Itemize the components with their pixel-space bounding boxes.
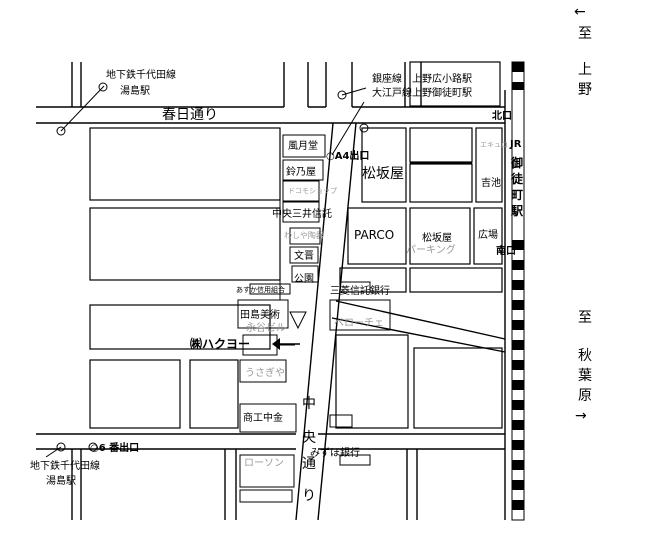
mizuho-label: みずほ銀行 [310,446,360,459]
rail-tie [512,500,524,510]
rail-tie [512,260,524,270]
matsuzakaya-parking-2: パーキング [406,243,456,256]
blocky-label: ペローチェ [334,317,384,329]
south-place-2: 葉 [578,368,592,384]
suzunoya-label: 鈴乃屋 [286,165,316,178]
south-arrow: → [575,408,587,424]
north-place-2: 野 [578,82,592,98]
city-blocks [89,61,503,503]
south-place-3: 原 [578,388,592,404]
rail-tie [512,62,524,72]
bl-subway-station: 湯島駅 [46,474,76,487]
target-arrow [272,338,300,350]
yoshiike-label: 吉池 [481,176,501,189]
south-place-1: 秋 [578,348,592,364]
rail-tie [512,340,524,350]
south-to-label: 至 [578,310,592,326]
jr-label: JR [509,139,522,150]
rail-tie [512,300,524,310]
north-arrow: ← [574,4,586,20]
rail-tie [512,420,524,430]
bl-subway-line: 地下鉄千代田線 [30,459,100,472]
road-network [36,62,506,521]
tajima-label: 田島美術 [240,308,280,321]
matsuzakaya-parking-1: 松坂屋 [422,231,452,244]
rail-tie [512,400,524,410]
rail-tie [512,380,524,390]
eitani-label: 永谷ビル [246,321,286,334]
exit-6-label: ○6 番出口 [90,441,139,454]
rail-tie [512,480,524,490]
ecuyoru-label: エキュロ [480,141,508,149]
asuka-label: あすか信用組合 [236,285,285,294]
hiroba-label: 広場 [478,228,498,241]
jr-name-1: 御 [510,155,523,170]
matsuzakaya-label: 松坂屋 [362,166,404,182]
station-markers [45,82,369,458]
wasabi-label: わしや陶器 [284,230,324,240]
tl-subway-line: 地下鉄千代田線 [106,68,176,81]
parco-label: PARCO [354,228,394,242]
tl-subway-station: 湯島駅 [120,84,150,97]
docomo-label: ドコモショップ [288,187,337,195]
chuo-dori-3: 通 [302,456,316,472]
shoko-label: 商工中金 [243,411,283,424]
chuo-dori-1: 中 [302,396,316,412]
exit-a4-label: ○A4出口 [326,149,369,162]
north-place-1: 上 [578,62,592,78]
south-exit-label: 南口 [496,244,516,257]
rail-tie [512,440,524,450]
mitsubishi-label: 三菱信託銀行 [330,284,390,297]
chuo-mitsui-label: 中央三井信託 [272,207,332,220]
rail-tie [512,280,524,290]
rail-tie [512,360,524,370]
jr-name-3: 町 [511,188,523,202]
ginza-line-station: 銀座線 上野広小路駅 [372,72,472,85]
jr-name-4: 駅 [510,204,524,218]
park-label: 公園 [294,273,314,285]
lawson-label: ローソン [244,458,284,469]
kasuga-dori-label: 春日通り [162,107,218,123]
north-to-label: 至 [578,26,592,42]
rail-tie [512,240,524,250]
jr-name-2: 徒 [510,171,524,186]
rail-tie [512,320,524,330]
oedo-line-station: 大江戸線上野御徒町駅 [372,86,472,99]
jr-railway [511,61,525,521]
usagiya-label: うさぎや [245,366,285,379]
fugetsudo-label: 風月堂 [288,140,318,152]
bunban-label: 文晋 [294,249,314,262]
north-exit-label: 北口 [492,109,512,122]
chuo-dori-2: 央 [302,430,316,446]
rail-tie [512,82,524,90]
hakuyo-label: ㈱ハクヨー [190,336,250,351]
rail-tie [512,460,524,470]
chuo-dori-4: り [302,488,316,504]
